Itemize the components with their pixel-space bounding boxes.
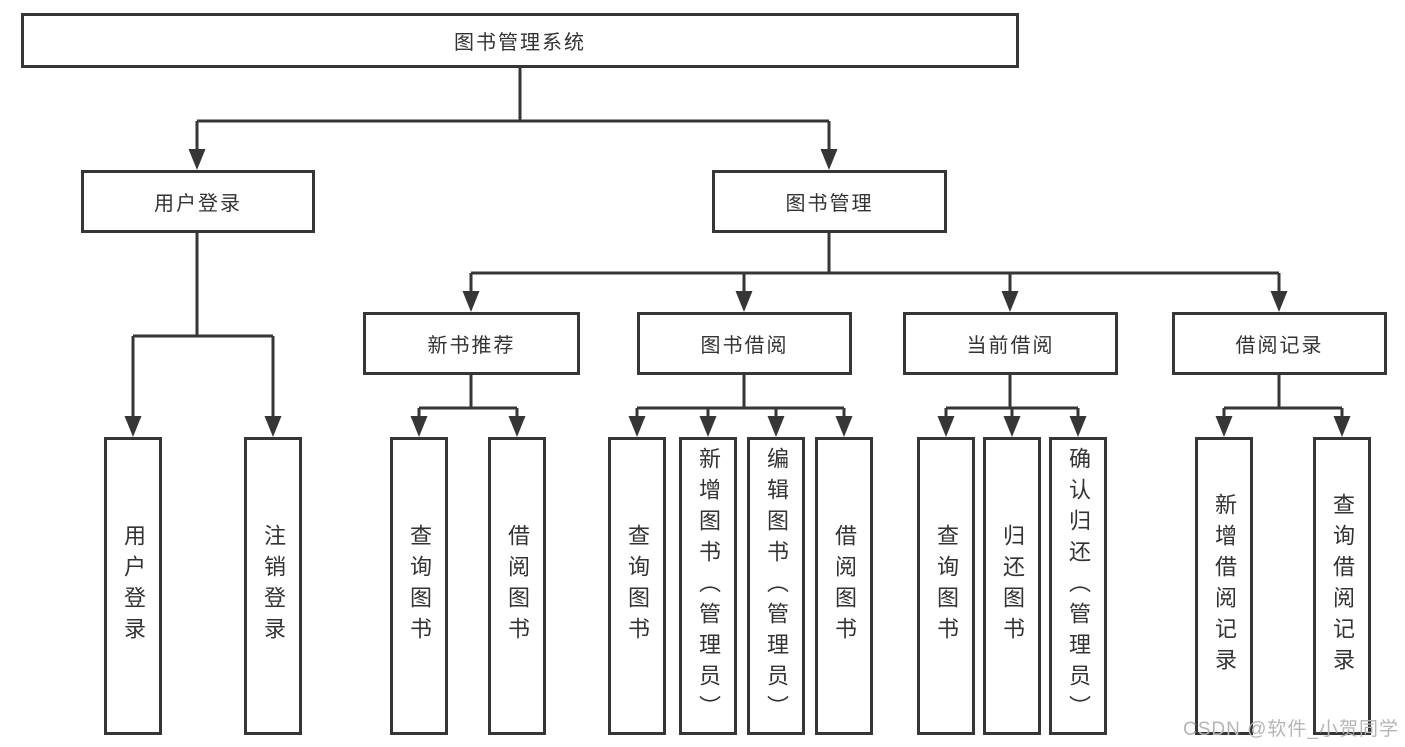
arrowhead-icon — [1003, 416, 1021, 437]
node-book-management-label: 图书管理 — [785, 193, 874, 215]
arrowhead-icon — [410, 416, 428, 437]
leaf-confirm-return-admin: 确认归还（管理员） — [1049, 437, 1107, 735]
leaf-query-borrow-record-label: 查询借阅记录 — [1330, 493, 1355, 679]
node-root: 图书管理系统 — [21, 13, 1019, 68]
node-book-borrowing-label: 图书借阅 — [700, 335, 789, 357]
node-user-login-label: 用户登录 — [154, 193, 242, 215]
leaf-add-borrow-record: 新增借阅记录 — [1195, 437, 1253, 735]
leaf-return-books-label: 归还图书 — [1000, 524, 1025, 648]
leaf-query-books-1-label: 查询图书 — [407, 524, 432, 648]
node-user-login: 用户登录 — [81, 170, 315, 233]
arrowhead-icon — [508, 416, 526, 437]
arrowhead-icon — [124, 416, 142, 437]
arrowhead-icon — [1215, 416, 1233, 437]
node-root-label: 图书管理系统 — [454, 32, 586, 54]
leaf-add-borrow-record-label: 新增借阅记录 — [1212, 493, 1237, 679]
arrowhead-icon — [699, 416, 717, 437]
leaf-add-books-admin-label: 新增图书（管理员） — [696, 446, 721, 726]
arrowhead-icon — [820, 149, 838, 170]
arrowhead-icon — [628, 416, 646, 437]
leaf-logout-label: 注销登录 — [261, 524, 286, 648]
leaf-logout: 注销登录 — [244, 437, 302, 735]
node-book-management: 图书管理 — [712, 170, 947, 233]
node-book-borrowing: 图书借阅 — [637, 312, 852, 375]
leaf-query-books-3: 查询图书 — [917, 437, 975, 735]
leaf-query-borrow-record: 查询借阅记录 — [1313, 437, 1371, 735]
leaf-borrow-books-1: 借阅图书 — [488, 437, 546, 735]
arrowhead-icon — [1333, 416, 1351, 437]
leaf-confirm-return-admin-label: 确认归还（管理员） — [1066, 446, 1091, 726]
node-new-book-recommendation: 新书推荐 — [363, 312, 580, 375]
leaf-borrow-books-1-label: 借阅图书 — [505, 524, 530, 648]
arrowhead-icon — [1001, 291, 1019, 312]
leaf-borrow-books-2-label: 借阅图书 — [832, 524, 857, 648]
leaf-edit-books-admin: 编辑图书（管理员） — [747, 437, 805, 735]
leaf-query-books-3-label: 查询图书 — [934, 524, 959, 648]
node-current-borrowing: 当前借阅 — [903, 312, 1118, 375]
node-borrowing-records-label: 借阅记录 — [1235, 335, 1324, 357]
leaf-borrow-books-2: 借阅图书 — [815, 437, 873, 735]
arrowhead-icon — [937, 416, 955, 437]
arrowhead-icon — [188, 149, 206, 170]
arrowhead-icon — [735, 291, 753, 312]
leaf-query-books-1: 查询图书 — [390, 437, 448, 735]
leaf-user-login-label: 用户登录 — [121, 524, 146, 648]
arrowhead-icon — [835, 416, 853, 437]
arrowhead-icon — [1270, 291, 1288, 312]
arrowhead-icon — [767, 416, 785, 437]
arrowhead-icon — [462, 291, 480, 312]
leaf-add-books-admin: 新增图书（管理员） — [679, 437, 737, 735]
leaf-query-books-2: 查询图书 — [608, 437, 666, 735]
arrowhead-icon — [1069, 416, 1087, 437]
node-borrowing-records: 借阅记录 — [1172, 312, 1387, 375]
leaf-user-login: 用户登录 — [104, 437, 162, 735]
watermark: CSDN @软件_小贺同学 — [1183, 719, 1399, 740]
leaf-query-books-2-label: 查询图书 — [625, 524, 650, 648]
leaf-edit-books-admin-label: 编辑图书（管理员） — [764, 446, 789, 726]
arrowhead-icon — [264, 416, 282, 437]
node-current-borrowing-label: 当前借阅 — [966, 335, 1055, 357]
node-new-book-recommendation-label: 新书推荐 — [427, 335, 516, 357]
leaf-return-books: 归还图书 — [983, 437, 1041, 735]
